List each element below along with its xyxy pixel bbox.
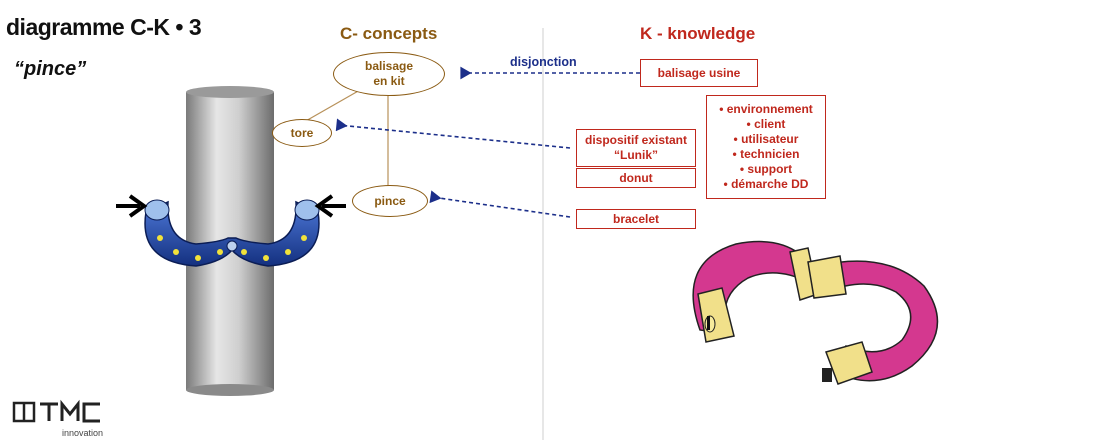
arrow-bracelet-pince xyxy=(429,190,571,218)
knowledge-balisage-usine-label: balisage usine xyxy=(657,65,741,80)
ring-illustration xyxy=(692,240,939,385)
knowledge-list-item: • environnement xyxy=(719,102,813,116)
knowledge-bracelet: bracelet xyxy=(576,209,696,229)
arrow-dispositif-tore xyxy=(335,118,571,149)
knowledge-bracelet-label: bracelet xyxy=(612,211,660,226)
knowledge-list-item: • support xyxy=(739,162,793,176)
concept-root-node: balisage en kit xyxy=(333,52,445,96)
concept-pince-label: pince xyxy=(374,193,406,208)
knowledge-list-box: • environnement • client • utilisateur •… xyxy=(706,95,826,199)
knowledge-donut-label: donut xyxy=(619,170,653,185)
slide-title: diagramme C-K • 3 xyxy=(6,14,202,40)
concept-pince-node: pince xyxy=(352,185,428,217)
concept-root-line1: balisage xyxy=(364,59,414,73)
concepts-heading: C- concepts xyxy=(340,24,438,43)
knowledge-balisage-usine: balisage usine xyxy=(640,59,758,87)
right-push-arrow xyxy=(314,194,346,218)
disjonction-label: disjonction xyxy=(510,55,577,69)
concept-tore-node: tore xyxy=(272,119,332,147)
tmc-logo-mark xyxy=(12,399,100,423)
left-push-arrow xyxy=(116,194,148,218)
connector-root-tore xyxy=(303,89,361,123)
concept-root-line2: en kit xyxy=(373,74,405,88)
knowledge-list-item: • technicien xyxy=(732,147,800,161)
knowledge-dispositif-line1: dispositif existant xyxy=(584,133,688,147)
knowledge-list-item: • démarche DD xyxy=(723,177,809,191)
knowledge-donut: donut xyxy=(576,168,696,188)
knowledge-dispositif-existant: dispositif existant “Lunik” xyxy=(576,129,696,167)
knowledge-dispositif-line2: “Lunik” xyxy=(614,148,658,162)
clamp-illustration xyxy=(144,199,320,267)
slide-subtitle: “pince” xyxy=(14,58,87,80)
knowledge-heading: K - knowledge xyxy=(640,24,756,43)
logo-subtitle: innovation xyxy=(62,428,104,438)
concept-tore-label: tore xyxy=(290,125,314,140)
knowledge-list-item: • client xyxy=(746,117,786,131)
knowledge-list-item: • utilisateur xyxy=(733,132,799,146)
